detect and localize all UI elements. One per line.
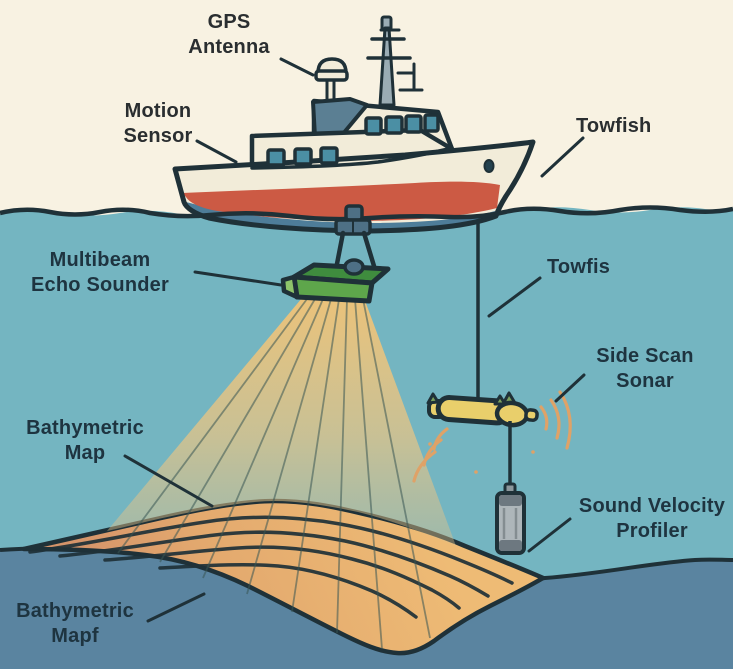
label-side-scan-sonar: Side Scan Sonar <box>575 344 715 394</box>
svp-device <box>495 482 526 555</box>
label-line: Sound Velocity <box>578 495 726 517</box>
leader-bathymetric-mapf <box>146 592 206 623</box>
label-line: Multibeam <box>49 249 151 271</box>
sounder-strut <box>333 230 346 272</box>
mast <box>366 15 424 107</box>
sonar-dot <box>428 442 432 446</box>
radio-antenna <box>396 62 424 92</box>
hull-outline <box>172 139 536 234</box>
label-towfis: Towfis <box>547 255 637 280</box>
label-towfish: Towfish <box>576 114 686 139</box>
hull-red-stripe <box>182 181 500 221</box>
window <box>266 148 286 167</box>
multibeam-sounder-device <box>280 204 391 304</box>
label-line: Side Scan <box>596 345 694 367</box>
sounder-hull-connector <box>344 204 364 222</box>
label-gps-antenna: GPS Antenna <box>149 10 309 60</box>
sonar-dot <box>474 470 478 474</box>
label-line: Mapf <box>51 625 99 647</box>
leader-motion-sensor <box>195 139 238 164</box>
survey-vessel <box>172 15 536 234</box>
gps-antenna-base <box>314 69 349 82</box>
sonar-ray <box>202 298 324 579</box>
sounder-end-face <box>280 274 300 300</box>
profiler-bottom-band <box>499 540 522 551</box>
window <box>384 115 404 135</box>
sonar-ray <box>362 298 431 639</box>
contour-line <box>158 562 418 619</box>
label-line: Echo Sounder <box>31 274 169 296</box>
gps-antenna-device <box>314 57 349 82</box>
contour-line <box>58 530 490 598</box>
mast-pole <box>378 26 396 107</box>
deckhouse-windows <box>266 146 339 167</box>
label-line: GPS <box>207 11 251 33</box>
sonar-dot <box>531 450 535 454</box>
sonar-arc <box>549 398 561 440</box>
leader-bathymetric-map <box>123 454 214 508</box>
label-line: Profiler <box>616 520 688 542</box>
leader-towfis <box>487 276 542 318</box>
window <box>364 116 383 136</box>
leader-lines <box>123 57 586 623</box>
deck-sheer-line <box>250 146 454 170</box>
window <box>404 114 423 134</box>
towfish-tail-fin <box>426 392 440 405</box>
label-line: Sonar <box>616 370 674 392</box>
contour-line <box>103 545 461 610</box>
towfish-device <box>426 391 539 428</box>
sonar-ray <box>291 298 340 613</box>
sonar-ray <box>159 298 316 563</box>
leader-towfish <box>540 136 585 178</box>
window <box>423 113 440 133</box>
label-line: Towfis <box>547 256 611 278</box>
porthole <box>483 159 495 173</box>
sonar-ray <box>117 298 308 554</box>
label-line: Motion <box>124 100 192 122</box>
label-bathymetric-mapf: Bathymetric Mapf <box>0 599 150 649</box>
sonar-rays <box>117 298 431 650</box>
towfish-nose <box>494 400 530 428</box>
sounder-knob <box>343 258 365 276</box>
profiler-top-band <box>499 495 522 506</box>
leader-side-scan <box>554 373 586 403</box>
leader-gps-antenna <box>279 57 315 77</box>
label-multibeam-echo-sounder: Multibeam Echo Sounder <box>15 248 185 298</box>
window <box>293 147 313 166</box>
sonar-arc <box>412 450 437 483</box>
sonar-ray <box>246 298 332 595</box>
wheelhouse-windows <box>364 113 440 136</box>
sonar-ray <box>354 298 383 650</box>
leader-svp <box>527 517 572 553</box>
label-line: Sensor <box>123 125 193 147</box>
label-bathymetric-map: Bathymetric Map <box>10 416 160 466</box>
sonar-arc <box>539 405 549 431</box>
label-line: Antenna <box>188 36 270 58</box>
sea-surface-line <box>0 205 733 222</box>
label-line: Towfish <box>576 115 652 137</box>
label-sound-velocity-profiler: Sound Velocity Profiler <box>562 494 733 544</box>
sounder-strut <box>361 230 377 269</box>
wheelhouse-visor <box>311 97 369 139</box>
window <box>319 146 339 165</box>
label-line: Bathymetric <box>16 600 134 622</box>
leader-multibeam <box>193 270 283 287</box>
label-line: Map <box>64 442 106 464</box>
towfish-nose-tip <box>524 408 539 422</box>
label-line: Bathymetric <box>26 417 144 439</box>
sonar-ray <box>336 298 348 634</box>
sounder-front-face <box>291 274 375 304</box>
label-motion-sensor: Motion Sensor <box>88 99 228 149</box>
